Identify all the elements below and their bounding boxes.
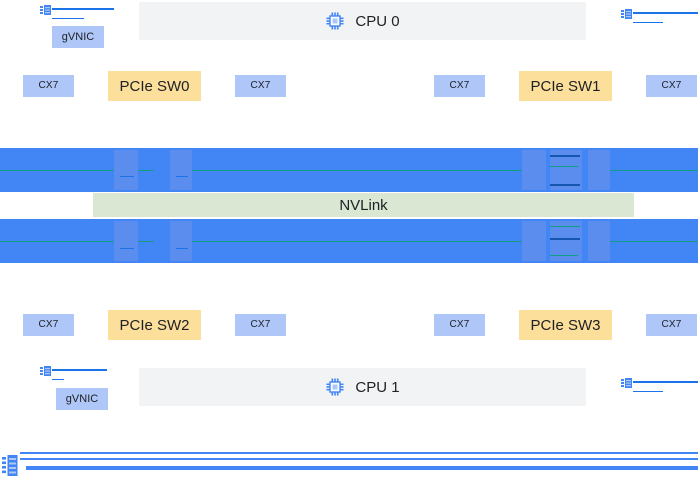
cx7-label: CX7 [661,319,682,330]
nvlink-bar: NVLink [93,193,634,217]
gpu-detail-line [120,248,134,249]
cpu-0-label: CPU 0 [355,12,400,30]
cx7-label: CX7 [38,319,59,330]
cx7-label: CX7 [250,80,271,91]
gpu-detail-line [550,226,580,227]
cpu-1-box: CPU 1 [139,368,586,406]
gvnic-link-bottom-left-2 [52,379,64,380]
network-icon [40,366,51,376]
gpu-detail-line [550,166,578,167]
gpu-node-upper-e [588,150,610,190]
gpu-link-teal [0,241,118,242]
gvnic-link-bottom-right [633,381,698,383]
cpu-chip-icon [326,12,344,30]
network-icon [40,5,51,15]
cx7-box-7: CX7 [646,314,697,336]
gpu-detail-line [120,176,134,177]
gpu-node-lower-b [170,221,192,261]
gpu-node-lower-a [114,221,138,261]
pcie-sw-label: PCIe SW3 [530,316,601,334]
cpu-1-label: CPU 1 [355,378,400,396]
cx7-box-1: CX7 [235,75,286,97]
pcie-sw3-box: PCIe SW3 [519,310,612,340]
gvnic-box-top: gVNIC [52,26,104,48]
network-bus-line-1 [20,452,698,454]
pcie-sw-label: PCIe SW0 [119,77,190,95]
cx7-box-3: CX7 [646,75,697,97]
gpu-node-upper-b [170,150,192,190]
gpu-node-lower-e [588,221,610,261]
gvnic-label: gVNIC [65,392,99,405]
gpu-link-teal [0,170,118,171]
cpu-0-box: CPU 0 [139,2,586,40]
network-icon [621,378,632,388]
cx7-box-6: CX7 [434,314,485,336]
pcie-sw1-box: PCIe SW1 [519,71,612,101]
gpu-link-teal [122,170,154,171]
cx7-label: CX7 [250,319,271,330]
gvnic-link-top-left-2 [52,18,84,19]
gpu-node-upper-a [114,150,138,190]
gvnic-link-top-right-2 [633,22,663,23]
gpu-link-teal [190,170,530,171]
cx7-label: CX7 [38,80,59,91]
cx7-label: CX7 [449,80,470,91]
gpu-node-lower-d [550,221,582,261]
pcie-sw-label: PCIe SW2 [119,316,190,334]
gvnic-link-top-right [633,12,698,14]
gpu-detail-line [176,248,188,249]
gvnic-link-top-left [52,8,114,10]
cx7-label: CX7 [449,319,470,330]
gvnic-link-bottom-left [52,369,107,371]
gpu-link-teal [190,241,530,242]
gpu-node-lower-c [522,221,546,261]
nvlink-label: NVLink [339,196,388,214]
gvnic-box-bottom: gVNIC [56,388,108,410]
cx7-box-5: CX7 [235,314,286,336]
pcie-sw-label: PCIe SW1 [530,77,601,95]
network-bus-line-2 [20,458,698,460]
gpu-detail-line [550,238,580,240]
cx7-box-2: CX7 [434,75,485,97]
gpu-detail-line [550,255,578,256]
gpu-node-upper-c [522,150,546,190]
network-switch-icon [2,455,18,476]
pcie-sw0-box: PCIe SW0 [108,71,201,101]
pcie-sw2-box: PCIe SW2 [108,310,201,340]
gpu-link-teal [600,170,698,171]
cx7-box-0: CX7 [23,75,74,97]
network-bus-line-3 [26,466,698,470]
cpu-chip-icon [326,378,344,396]
gpu-link-teal [122,241,154,242]
gpu-detail-line [550,155,580,157]
cx7-box-4: CX7 [23,314,74,336]
gpu-detail-line [550,184,580,186]
gvnic-link-bottom-right-2 [633,391,663,392]
gpu-link-teal [600,241,698,242]
network-icon [621,9,632,19]
gpu-detail-line [176,176,188,177]
cx7-label: CX7 [661,80,682,91]
gvnic-label: gVNIC [61,30,95,43]
